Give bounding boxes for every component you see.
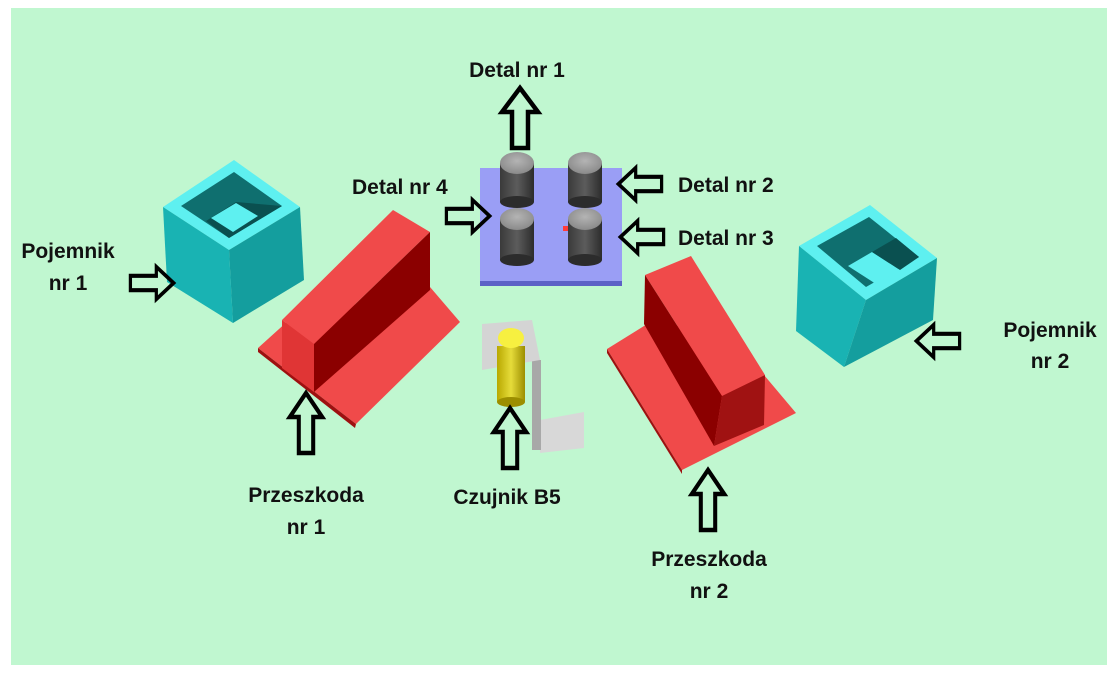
- label-bin-2-line-2: nr 2: [1031, 350, 1070, 373]
- label-bin-1-line-1: Pojemnik: [21, 240, 115, 263]
- part-4-cylinder: [500, 208, 534, 266]
- label-part-3: Detal nr 3: [678, 227, 774, 250]
- scene-background: [11, 8, 1107, 665]
- label-bin-1-line-2: nr 1: [49, 272, 88, 295]
- label-part-4: Detal nr 4: [352, 176, 448, 199]
- bin-2: [796, 205, 937, 367]
- part-3-cylinder: [568, 208, 602, 266]
- label-obstacle-1-line-1: Przeszkoda: [248, 484, 364, 507]
- sensor-b5: [482, 320, 584, 453]
- label-sensor-b5: Czujnik B5: [453, 486, 561, 509]
- label-part-1: Detal nr 1: [469, 59, 565, 82]
- label-obstacle-2-line-1: Przeszkoda: [651, 548, 767, 571]
- label-bin-2-line-1: Pojemnik: [1003, 319, 1097, 342]
- label-obstacle-1-line-2: nr 1: [287, 516, 326, 539]
- label-obstacle-2-line-2: nr 2: [690, 580, 729, 603]
- obstacle-2: [607, 256, 796, 474]
- part-1-cylinder: [500, 152, 534, 208]
- part-2-cylinder: [568, 152, 602, 208]
- label-part-2: Detal nr 2: [678, 174, 774, 197]
- bin-1: [163, 160, 304, 323]
- obstacle-1: [258, 210, 460, 428]
